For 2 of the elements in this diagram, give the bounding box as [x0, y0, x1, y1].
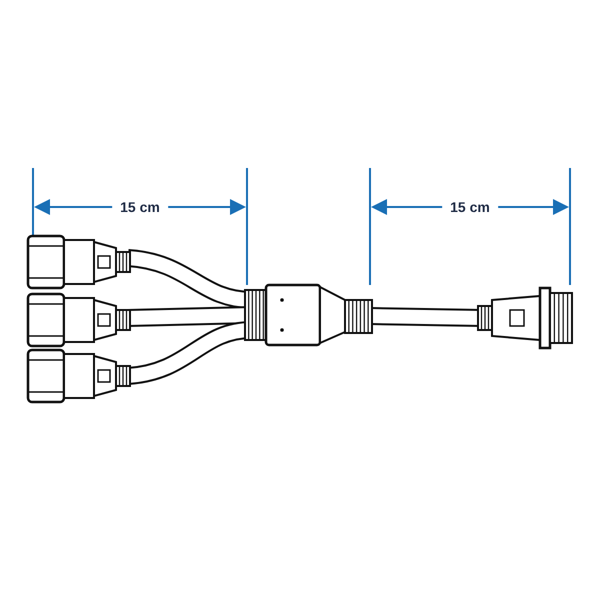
- dimension-label: 15 cm: [442, 200, 498, 214]
- dimension-label: 15 cm: [112, 200, 168, 214]
